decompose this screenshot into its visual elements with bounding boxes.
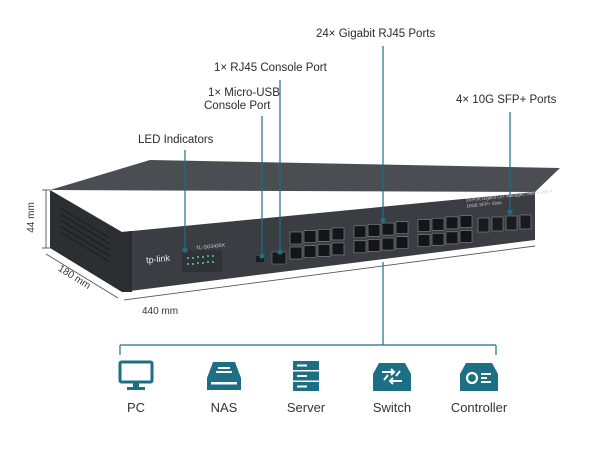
rj45-port: [317, 243, 331, 257]
switch-top: [50, 160, 560, 192]
callout-rj45-console: 1× RJ45 Console Port: [214, 62, 327, 74]
rj45-port: [353, 240, 367, 254]
nas-icon: [207, 362, 241, 390]
rj45-port: [367, 239, 381, 252]
rj45-port: [459, 230, 473, 243]
device-pc: PC: [96, 358, 176, 415]
rj45-port: [289, 246, 303, 260]
rj45-port: [289, 231, 303, 245]
switch-icon: [373, 363, 411, 391]
side-vents: [59, 207, 111, 263]
rj45-port: [303, 230, 317, 243]
brand-logo: tp-link: [145, 252, 171, 266]
device-label-pc: PC: [126, 400, 146, 415]
rj45-port: [395, 221, 409, 235]
rj45-port: [459, 215, 473, 228]
rj45-port: [431, 232, 445, 246]
rj45-port: [353, 225, 367, 239]
device-label-nas: NAS: [210, 400, 238, 415]
callout-micro-usb-line1: 1× Micro-USB: [208, 87, 280, 99]
device-connector: [119, 262, 497, 355]
rj45-port: [331, 227, 345, 241]
dimension-lines: [42, 189, 536, 301]
rj45-port: [395, 236, 409, 250]
rj45-port: [417, 219, 431, 232]
rj45-port: [331, 242, 345, 256]
rj45-port: [417, 234, 431, 247]
rj45-port: [303, 245, 317, 258]
callout-gigabit-ports: 24× Gigabit RJ45 Ports: [316, 28, 436, 40]
device-controller: Controller: [439, 358, 519, 415]
device-server: Server: [266, 358, 346, 415]
device-label-switch: Switch: [372, 400, 412, 415]
device-switch: Switch: [352, 358, 432, 415]
controller-icon: [460, 363, 498, 391]
rj45-port: [317, 228, 331, 242]
micro-usb-port: [256, 256, 264, 262]
dimension-width: 440 mm: [142, 306, 179, 317]
rj45-port: [445, 231, 459, 245]
device-label-server: Server: [286, 400, 326, 415]
dimension-height: 44 mm: [25, 202, 37, 233]
monitor-icon: [118, 360, 154, 390]
device-label-controller: Controller: [450, 400, 508, 415]
gigabit-ports: [289, 215, 473, 260]
callout-sfp-ports: 4× 10G SFP+ Ports: [456, 94, 557, 106]
rj45-port: [431, 217, 445, 231]
callout-led-indicators: LED Indicators: [138, 134, 214, 146]
rj45-port: [381, 237, 395, 251]
switch-front: [122, 192, 535, 292]
server-icon: [293, 361, 319, 391]
rj45-port: [381, 222, 395, 236]
led-indicators: [182, 250, 222, 272]
sfp-slots: [477, 214, 532, 233]
callout-micro-usb-line2: Console Port: [204, 100, 271, 112]
rj45-port: [445, 216, 459, 230]
callout-lines: [182, 46, 513, 259]
device-nas: NAS: [184, 358, 264, 415]
rj45-port: [367, 224, 381, 237]
